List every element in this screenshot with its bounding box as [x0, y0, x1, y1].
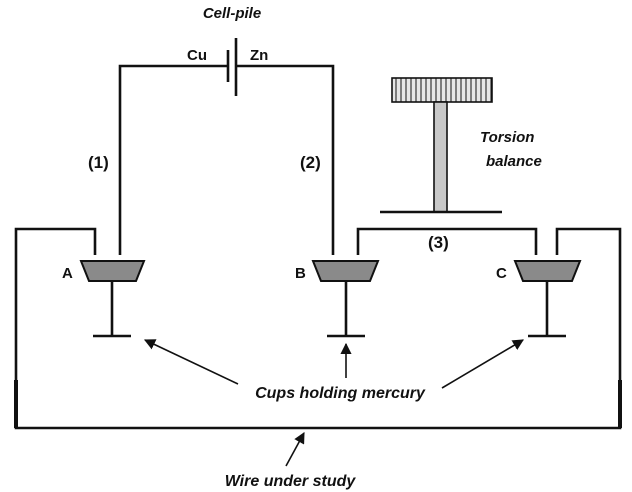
- wire-1: [118, 64, 228, 255]
- arrow-to-cup-c: [441, 339, 524, 389]
- cell-pile-label: Cell-pile: [203, 5, 261, 22]
- cup-c-label: C: [496, 265, 507, 282]
- wire-1-label: (1): [88, 153, 109, 172]
- cup-a-label: A: [62, 265, 73, 282]
- arrow-to-cup-a: [143, 339, 239, 385]
- wire-2: [236, 64, 335, 255]
- wire-3-label: (3): [428, 233, 449, 252]
- cell-pile-battery: [226, 38, 238, 96]
- cups-caption: Cups holding mercury: [255, 385, 426, 402]
- arrow-to-wire: [285, 432, 305, 467]
- wire-under-study: [14, 227, 622, 430]
- zn-label: Zn: [250, 47, 268, 64]
- wire-3: [356, 227, 538, 255]
- wire-2-label: (2): [300, 153, 321, 172]
- wire-caption: Wire under study: [225, 473, 357, 490]
- cup-b-label: B: [295, 265, 306, 282]
- torsion-balance: [380, 77, 502, 214]
- torsion-rod: [433, 101, 448, 213]
- cu-label: Cu: [187, 47, 207, 64]
- torsion-label-line2: balance: [486, 153, 542, 170]
- cup-b: [311, 260, 380, 338]
- cup-a: [79, 260, 146, 338]
- cup-c: [513, 260, 582, 338]
- torsion-knob: [391, 77, 493, 103]
- torsion-label-line1: Torsion: [480, 129, 534, 146]
